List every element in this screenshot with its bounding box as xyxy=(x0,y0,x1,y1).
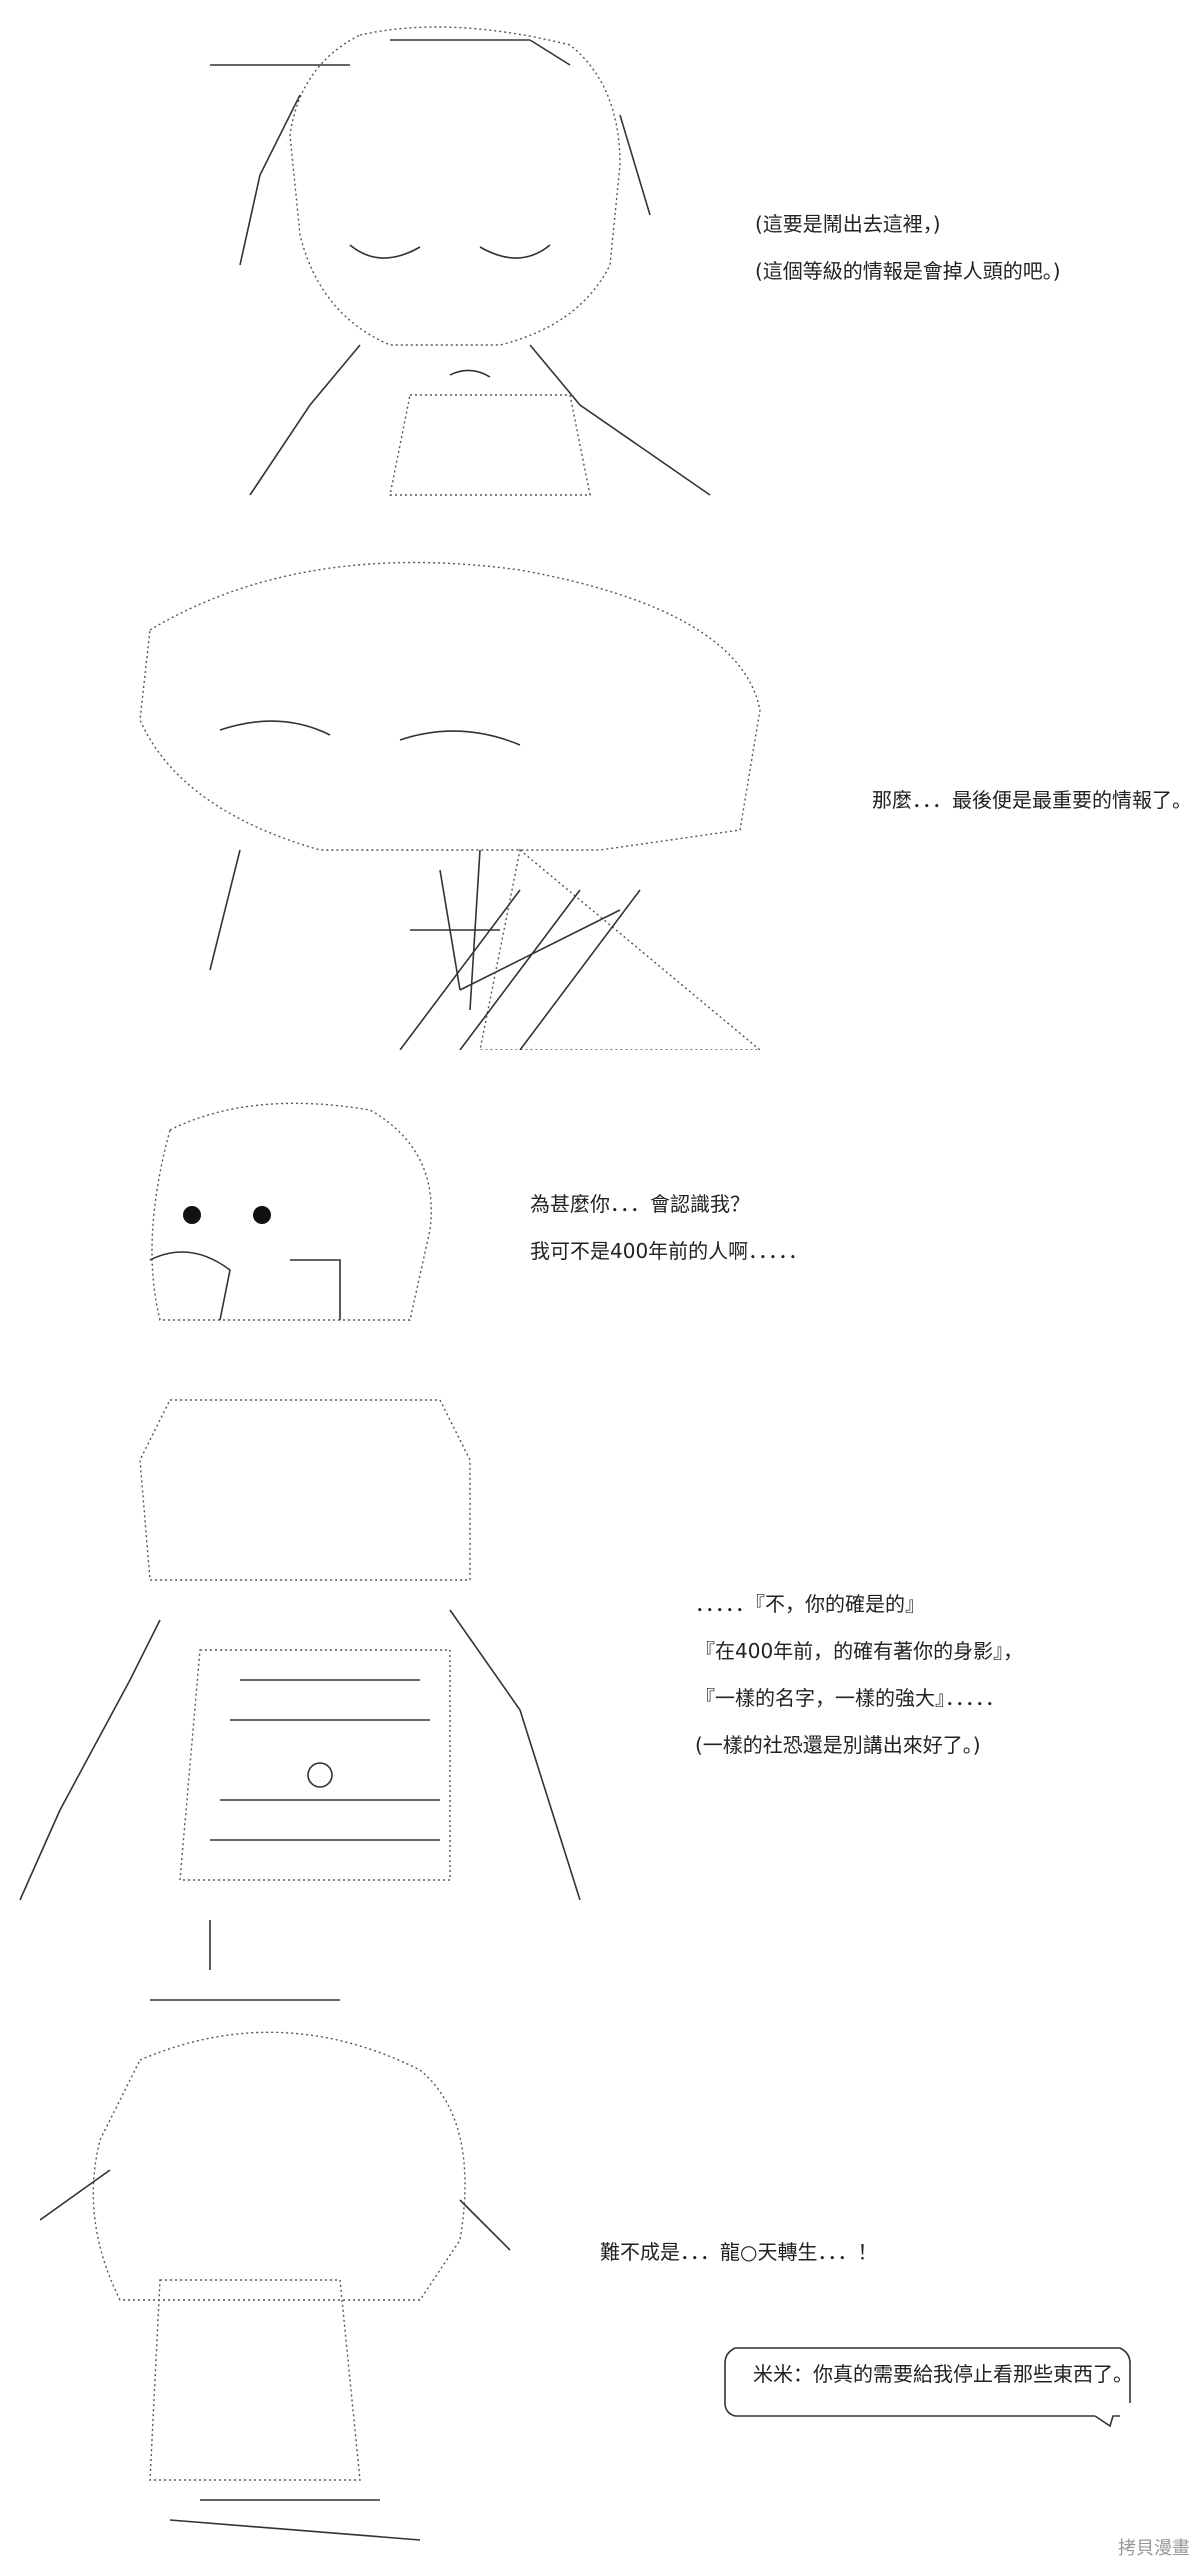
dialogue-line: (這個等級的情報是會掉人頭的吧。) xyxy=(755,259,1061,283)
ascii-art-hooded-figure xyxy=(150,15,750,515)
dialogue-line: (這要是鬧出去這裡，) xyxy=(755,212,941,236)
dialogue-line: 為甚麼你．．．會認識我？ xyxy=(530,1192,750,1216)
dialogue-line: 我可不是400年前的人啊．．．．． xyxy=(530,1239,809,1263)
dialogue-line: (一樣的社恐還是別講出來好了。) xyxy=(695,1733,981,1757)
side-note: 米米：你真的需要給我停止看那些東西了。 xyxy=(715,2328,1145,2438)
ascii-art-wild-hair-figure xyxy=(40,1920,520,2560)
panel-4-dialogue: ．．．．．『不，你的確是的』 『在400年前，的確有著你的身影』， 『一樣的名字… xyxy=(695,1590,1023,1778)
note-text: 米米：你真的需要給我停止看那些東西了。 xyxy=(753,2362,1133,2386)
dialogue-line: 難不成是．．．龍○天轉生．．．！ xyxy=(600,2240,878,2264)
dialogue-line: 『一樣的名字，一樣的強大』．．．．． xyxy=(695,1686,1005,1710)
panel-2: 那麼．．．最後便是最重要的情報了。 xyxy=(0,530,1200,1050)
ascii-art-armored-figure xyxy=(0,1380,620,1900)
panel-1: (這要是鬧出去這裡，) (這個等級的情報是會掉人頭的吧。) xyxy=(0,0,1200,520)
dialogue-line: 『在400年前，的確有著你的身影』， xyxy=(695,1639,1024,1663)
panel-5: 難不成是．．．龍○天轉生．．．！ 米米：你真的需要給我停止看那些東西了。 xyxy=(0,1920,1200,2566)
ascii-art-surprised-face xyxy=(130,1090,460,1340)
dialogue-line: ．．．．．『不，你的確是的』 xyxy=(695,1592,925,1616)
panel-5-dialogue: 難不成是．．．龍○天轉生．．．！ xyxy=(600,2238,877,2285)
ascii-art-wearing-cap xyxy=(100,550,780,1050)
eye-right xyxy=(253,1206,271,1224)
panel-1-dialogue: (這要是鬧出去這裡，) (這個等級的情報是會掉人頭的吧。) xyxy=(755,210,1061,304)
note-frame xyxy=(724,2347,1131,2428)
panel-4: ．．．．．『不，你的確是的』 『在400年前，的確有著你的身影』， 『一樣的名字… xyxy=(0,1370,1200,1910)
dialogue-line: 那麼．．．最後便是最重要的情報了。 xyxy=(872,788,1192,812)
panel-3-dialogue: 為甚麼你．．．會認識我？ 我可不是400年前的人啊．．．．． xyxy=(530,1190,808,1284)
panel-3: 為甚麼你．．．會認識我？ 我可不是400年前的人啊．．．．． xyxy=(0,1060,1200,1360)
panel-2-dialogue: 那麼．．．最後便是最重要的情報了。 xyxy=(872,786,1192,833)
eye-left xyxy=(183,1206,201,1224)
watermark: 拷貝漫畫 xyxy=(1118,2538,1190,2559)
